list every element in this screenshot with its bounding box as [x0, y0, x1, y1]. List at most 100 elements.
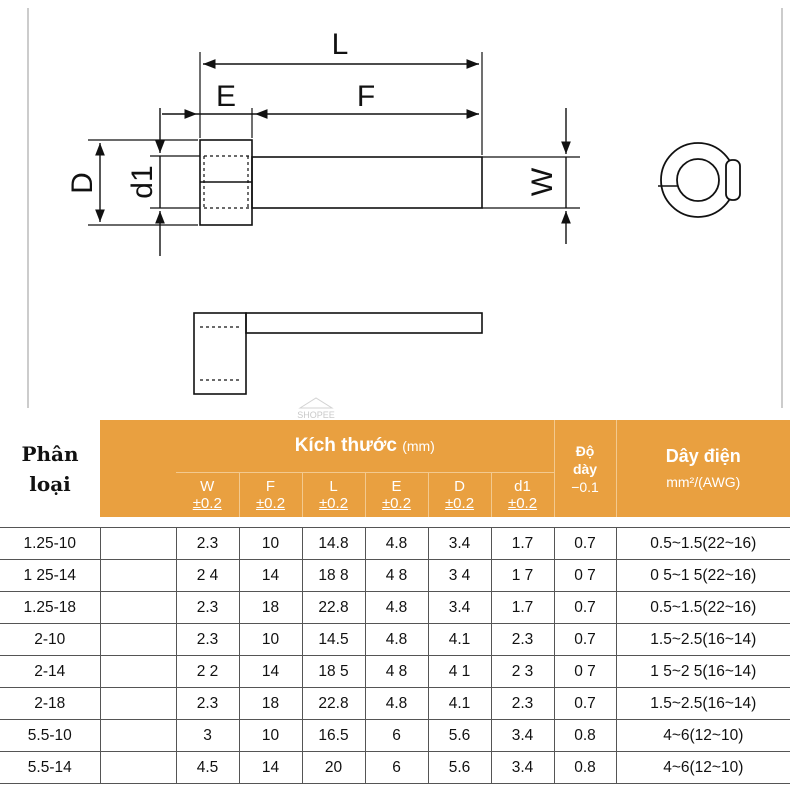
table-cell: 0.5~1.5(22~16) [615, 527, 790, 560]
table-cell: 4.5 [175, 751, 239, 784]
table-cell: 18 8 [301, 559, 365, 592]
table-cell: 10 [238, 623, 302, 656]
table-cell [99, 719, 176, 752]
table-cell: 5.6 [427, 719, 491, 752]
table-cell: 1.5~2.5(16~14) [615, 687, 790, 720]
table-cell: 4.1 [427, 623, 491, 656]
table-cell [99, 527, 176, 560]
table-cell: 10 [238, 719, 302, 752]
table-cell: 0.8 [553, 751, 617, 784]
table-cell: 1 5~2 5(16~14) [615, 655, 790, 688]
technical-drawing: L E F D d1 W SHOPEE [27, 8, 783, 420]
table-cell: 3 4 [427, 559, 491, 592]
table-cell: 0 5~1 5(22~16) [615, 559, 790, 592]
table-cell: 14.8 [301, 527, 365, 560]
header-col-w: W±0.2 [176, 472, 239, 517]
table-cell: 0.5~1.5(22~16) [615, 591, 790, 624]
label-E: E [216, 80, 236, 113]
table-cell: 3.4 [427, 591, 491, 624]
header-blank [100, 420, 176, 517]
table-cell: 0.7 [553, 527, 617, 560]
table-cell: 2.3 [490, 687, 555, 720]
table-cell: 16.5 [301, 719, 365, 752]
table-cell: 0.7 [553, 623, 617, 656]
table-cell: 4.8 [364, 623, 428, 656]
table-cell: 2.3 [175, 623, 239, 656]
header-col-e: E±0.2 [364, 472, 428, 517]
table-cell: 0 7 [553, 655, 617, 688]
table-cell: 2-18 [0, 687, 100, 720]
table-cell: 10 [238, 527, 302, 560]
header-category: Phân loại [0, 420, 100, 517]
table-cell [99, 623, 176, 656]
header-col-l: L±0.2 [301, 472, 365, 517]
table-cell: 2.3 [175, 591, 239, 624]
table-cell: 2.3 [175, 527, 239, 560]
header-col-f: F±0.2 [238, 472, 302, 517]
table-cell: 0.7 [553, 687, 617, 720]
table-cell: 4.8 [364, 687, 428, 720]
table-cell: 1.7 [490, 527, 555, 560]
table-cell: 3.4 [490, 719, 555, 752]
table-cell: 18 5 [301, 655, 365, 688]
table-cell [99, 751, 176, 784]
table-cell: 18 [238, 687, 302, 720]
label-W: W [526, 167, 559, 196]
table-cell: 0.7 [553, 591, 617, 624]
table-cell: 5.5-10 [0, 719, 100, 752]
table-cell: 1.25-10 [0, 527, 100, 560]
table-cell: 3.4 [427, 527, 491, 560]
table-cell: 3 [175, 719, 239, 752]
table-cell: 2-10 [0, 623, 100, 656]
table-cell: 4.8 [364, 527, 428, 560]
header-wire: Dây điện mm²/(AWG) [615, 420, 790, 517]
table-cell: 0 7 [553, 559, 617, 592]
table-cell: 6 [364, 751, 428, 784]
label-F: F [357, 80, 375, 113]
terminal-end-view [658, 142, 741, 218]
terminal-dimension-diagram: L E F D d1 W SHOPEE [27, 8, 783, 420]
table-cell: 14 [238, 751, 302, 784]
table-cell: 3.4 [490, 751, 555, 784]
table-cell: 4~6(12~10) [615, 751, 790, 784]
table-cell [99, 655, 176, 688]
terminal-side-view [193, 312, 483, 395]
header-col-d1: d1±0.2 [490, 472, 555, 517]
table-cell: 1.7 [490, 591, 555, 624]
table-cell: 4~6(12~10) [615, 719, 790, 752]
table-cell [99, 591, 176, 624]
table-cell: 18 [238, 591, 302, 624]
table-cell: 14.5 [301, 623, 365, 656]
table-cell: 6 [364, 719, 428, 752]
label-d1: d1 [126, 165, 159, 198]
table-cell: 4 1 [427, 655, 491, 688]
header-col-d: D±0.2 [427, 472, 491, 517]
table-cell: 4.8 [364, 591, 428, 624]
svg-text:SHOPEE: SHOPEE [297, 410, 335, 420]
terminal-top-view [199, 139, 483, 226]
table-cell [99, 559, 176, 592]
table-cell: 1.25-18 [0, 591, 100, 624]
table-cell: 14 [238, 655, 302, 688]
table-cell: 4 8 [364, 559, 428, 592]
table-cell: 2 2 [175, 655, 239, 688]
table-cell: 0.8 [553, 719, 617, 752]
spec-table: Phân loại Kích thước (mm) Độ dày −0.1 Dâ… [0, 420, 790, 784]
table-cell: 5.6 [427, 751, 491, 784]
table-cell: 22.8 [301, 687, 365, 720]
label-L: L [332, 28, 349, 61]
watermark-logo: SHOPEE [297, 397, 335, 420]
table-cell: 1.5~2.5(16~14) [615, 623, 790, 656]
table-cell: 2.3 [175, 687, 239, 720]
table-cell: 20 [301, 751, 365, 784]
label-D: D [66, 172, 99, 194]
table-cell: 14 [238, 559, 302, 592]
